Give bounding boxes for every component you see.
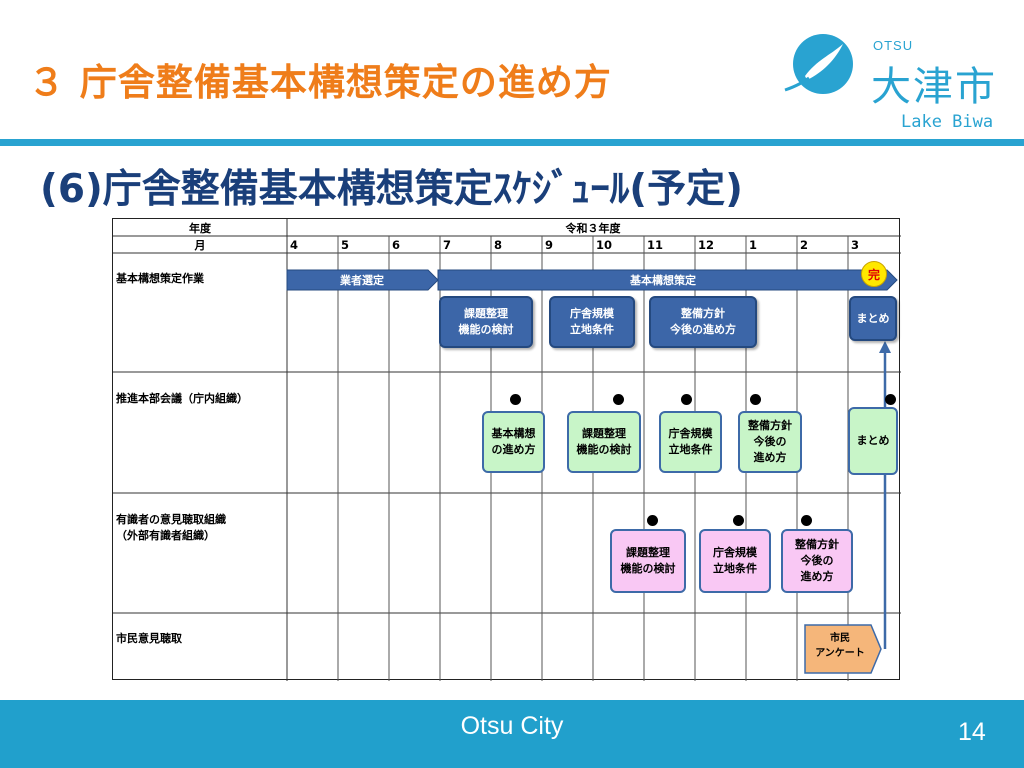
hq-meeting-box: 庁舎規模 立地条件 (659, 411, 722, 473)
hq-meeting-box: 基本構想 の進め方 (482, 411, 545, 473)
year-header: 年度 (189, 222, 211, 235)
expert-meeting-box: 庁舎規模 立地条件 (699, 529, 771, 593)
page-number: 14 (958, 718, 986, 746)
footer-text: Otsu City (460, 712, 564, 740)
slide-title: ３ 庁舎整備基本構想策定の進め方 (28, 61, 612, 104)
task-box: 整備方針 今後の進め方 (649, 296, 757, 348)
meeting-dot (885, 394, 896, 405)
month-label: 4 (290, 238, 299, 252)
logo-tagline: Lake Biwa (901, 112, 994, 132)
month-label: 10 (596, 238, 613, 252)
phase-arrows (286, 269, 898, 674)
schedule-subtitle: (6)庁舎整備基本構想策定ｽｹｼﾞｭｰﾙ(予定) (40, 167, 743, 212)
task-box: 庁舎規模 立地条件 (549, 296, 635, 348)
meeting-dot (733, 515, 744, 526)
month-header: 月 (194, 239, 206, 252)
vendor-selection-arrow (286, 269, 439, 291)
logo-latin-text: OTSU (873, 38, 914, 53)
flow-arrowhead (879, 341, 891, 353)
logo-kanji-text: 大津市 (871, 64, 997, 110)
task-box: まとめ (849, 296, 897, 341)
month-label: 1 (749, 238, 758, 252)
meeting-dot (801, 515, 812, 526)
row-label-citizen-hearing: 市民意見聴取 (116, 632, 182, 645)
meeting-dot (510, 394, 521, 405)
expert-meeting-box: 課題整理 機能の検討 (610, 529, 686, 593)
concept-drafting-label: 基本構想策定 (630, 274, 696, 287)
month-label: 8 (494, 238, 503, 252)
concept-drafting-arrow (437, 269, 898, 291)
hq-meeting-box: 課題整理 機能の検討 (567, 411, 641, 473)
meeting-dot (647, 515, 658, 526)
meeting-dot (750, 394, 761, 405)
schedule-table: 年度 月 令和３年度 4 5 6 7 8 9 10 11 12 1 2 3 基本… (112, 218, 901, 681)
row-label-expert-organization: 有識者の意見聴取組織 （外部有識者組織） (116, 513, 226, 542)
month-label: 9 (545, 238, 554, 252)
hq-meeting-box: 整備方針 今後の 進め方 (738, 411, 802, 473)
month-label: 11 (647, 238, 664, 252)
water-drop-logo-icon (784, 34, 853, 94)
month-label: 3 (851, 238, 860, 252)
row-label-concept-work: 基本構想策定作業 (116, 272, 204, 285)
month-label: 12 (698, 238, 715, 252)
footer-bar (0, 700, 1024, 768)
fiscal-year-label: 令和３年度 (565, 222, 621, 235)
hq-meeting-box: まとめ (848, 407, 898, 475)
month-label: 6 (392, 238, 401, 252)
header-divider (0, 139, 1024, 146)
complete-badge: 完 (861, 261, 887, 287)
month-label: 2 (800, 238, 809, 252)
row-label-hq-meeting: 推進本部会議（庁内組織） (116, 392, 248, 405)
meeting-dot (681, 394, 692, 405)
vendor-selection-label: 業者選定 (340, 274, 384, 287)
task-box: 課題整理 機能の検討 (439, 296, 533, 348)
otsu-city-logo: OTSU 大津市 Lake Biwa (783, 30, 998, 135)
expert-meeting-box: 整備方針 今後の 進め方 (781, 529, 853, 593)
citizen-survey-arrow (804, 624, 882, 674)
citizen-survey-label: 市民 アンケート (815, 633, 865, 659)
month-label: 7 (443, 238, 452, 252)
meeting-dot (613, 394, 624, 405)
month-label: 5 (341, 238, 350, 252)
